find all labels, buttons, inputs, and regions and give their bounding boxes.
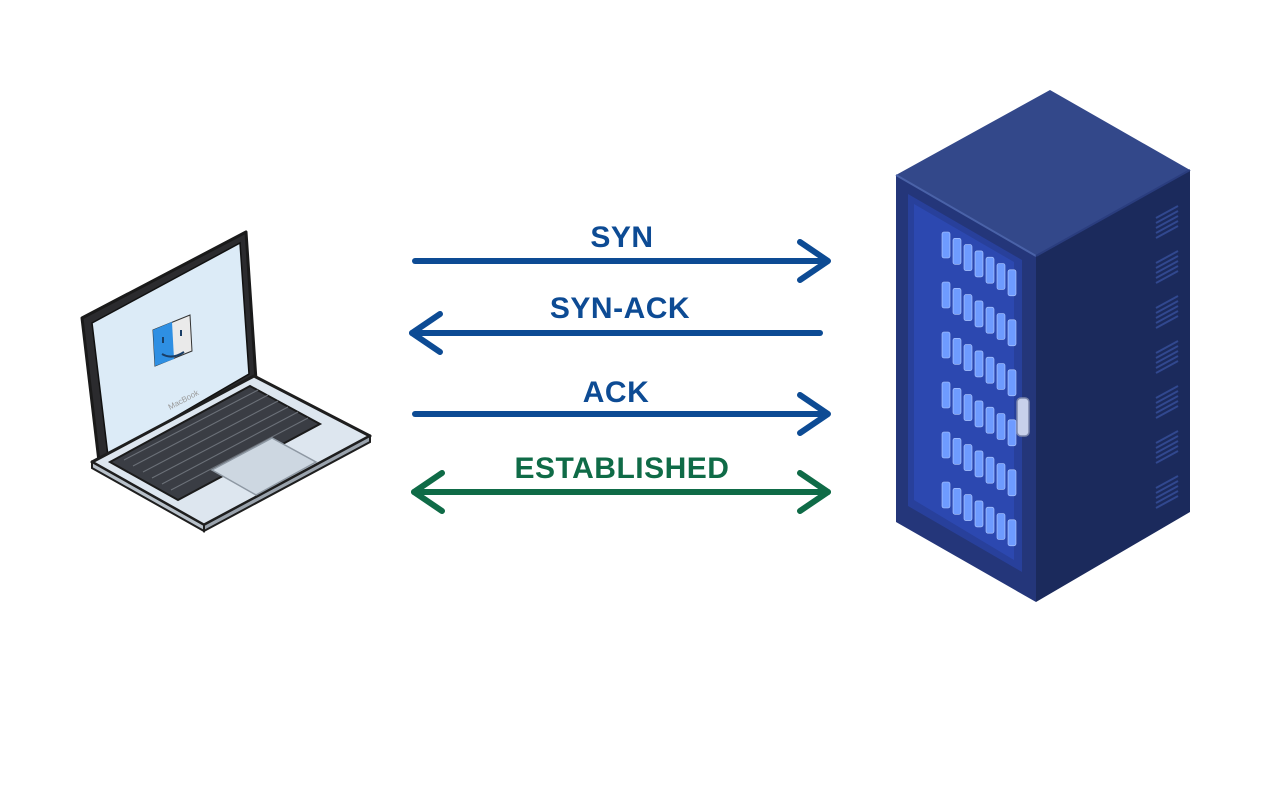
vent-slot xyxy=(1155,345,1179,359)
vent-slot xyxy=(1155,310,1179,324)
established-label: ESTABLISHED xyxy=(514,452,730,485)
vent-slot xyxy=(1155,495,1179,509)
drive-bay xyxy=(1007,369,1017,397)
vent-slot xyxy=(1155,450,1179,464)
drive-bay xyxy=(974,300,984,328)
vent-slot xyxy=(1155,475,1179,489)
laptop-client: MacBook xyxy=(80,230,372,533)
vent-slot xyxy=(1155,255,1179,269)
vent-slot xyxy=(1155,445,1179,459)
ack-label: ACK xyxy=(582,376,650,409)
vent-slot xyxy=(1155,215,1179,229)
vent-slot xyxy=(1155,295,1179,309)
drive-bay xyxy=(996,363,1006,390)
vent-slot xyxy=(1155,210,1179,224)
drive-bay xyxy=(941,431,951,459)
drive-bay xyxy=(963,244,973,271)
vent-slot xyxy=(1155,265,1179,279)
vent-slot xyxy=(1155,225,1179,239)
server-drive-bays xyxy=(941,231,1017,547)
vent-slot xyxy=(1155,270,1179,284)
drive-bay xyxy=(996,263,1006,290)
drive-bay xyxy=(1007,469,1017,497)
arrows xyxy=(409,239,831,514)
drive-bay xyxy=(963,494,973,521)
drive-bay xyxy=(952,437,962,465)
server-door-handle xyxy=(1016,397,1030,437)
vent-slot xyxy=(1155,205,1179,219)
drive-bay xyxy=(952,238,962,265)
drive-bay xyxy=(1007,269,1017,297)
vent-slot xyxy=(1155,340,1179,354)
drive-bay xyxy=(985,306,995,334)
drive-bay xyxy=(985,406,995,434)
vent-slot xyxy=(1155,260,1179,274)
drive-bay xyxy=(996,413,1006,440)
vent-slot xyxy=(1155,300,1179,314)
drive-bay xyxy=(941,231,951,259)
finder-icon xyxy=(152,314,193,367)
syn-ack-label: SYN-ACK xyxy=(549,292,691,325)
established-arrow xyxy=(411,470,831,514)
server-rack xyxy=(895,90,1191,602)
syn-ack-arrow xyxy=(409,311,823,355)
vent-slot xyxy=(1155,400,1179,414)
drive-bay xyxy=(974,250,984,278)
drive-bay xyxy=(974,400,984,428)
drive-bay xyxy=(941,481,951,509)
drive-bay xyxy=(952,337,962,365)
vent-slot xyxy=(1155,305,1179,319)
drive-bay xyxy=(952,287,962,315)
vent-slot xyxy=(1155,250,1179,264)
vent-slot xyxy=(1155,390,1179,404)
drive-bay xyxy=(941,381,951,409)
drive-bay xyxy=(985,506,995,534)
vent-slot xyxy=(1155,485,1179,499)
drive-bay xyxy=(963,394,973,421)
drive-bay xyxy=(963,294,973,321)
syn-label: SYN xyxy=(590,221,654,254)
drive-bay xyxy=(941,281,951,309)
vent-slot xyxy=(1155,385,1179,399)
drive-bay xyxy=(941,331,951,359)
drive-bay xyxy=(974,350,984,378)
vent-slot xyxy=(1155,435,1179,449)
drive-bay xyxy=(1007,419,1017,447)
vent-slot xyxy=(1155,315,1179,329)
drive-bay xyxy=(1007,519,1017,547)
drive-bay xyxy=(952,487,962,515)
vent-slot xyxy=(1155,430,1179,444)
drive-bay xyxy=(952,387,962,415)
vent-slot xyxy=(1155,405,1179,419)
drive-bay xyxy=(985,356,995,384)
ack-arrow xyxy=(412,392,831,436)
drive-bay xyxy=(974,500,984,528)
vent-slot xyxy=(1155,490,1179,504)
vent-slot xyxy=(1155,480,1179,494)
drive-bay xyxy=(996,313,1006,340)
drive-bay xyxy=(963,344,973,371)
drive-bay xyxy=(985,256,995,284)
vent-slot xyxy=(1155,360,1179,374)
syn-arrow xyxy=(412,239,831,283)
vent-slot xyxy=(1155,395,1179,409)
drive-bay xyxy=(985,456,995,484)
vent-slot xyxy=(1155,220,1179,234)
server-side-vents xyxy=(1155,205,1179,509)
vent-slot xyxy=(1155,355,1179,369)
vent-slot xyxy=(1155,350,1179,364)
vent-slot xyxy=(1155,440,1179,454)
drive-bay xyxy=(996,463,1006,490)
drive-bay xyxy=(963,444,973,471)
drive-bay xyxy=(974,450,984,478)
drive-bay xyxy=(1007,319,1017,347)
drive-bay xyxy=(996,513,1006,540)
